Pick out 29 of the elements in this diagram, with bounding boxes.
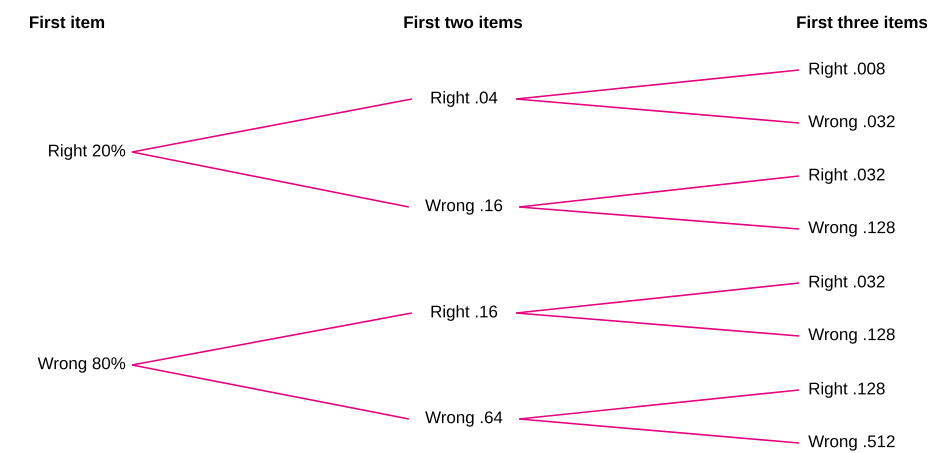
branch-line (519, 206, 800, 230)
tree-label: Right .04 (432, 91, 498, 107)
branch-line (516, 69, 800, 100)
branch-line (132, 98, 412, 153)
tree-label: Right .032 (810, 168, 885, 184)
tree-label: Right .16 (432, 305, 498, 321)
branch-line (519, 418, 800, 444)
column-heading: First three items (797, 16, 928, 28)
branch-line (516, 282, 800, 314)
tree-label: Wrong .032 (808, 115, 895, 131)
column-heading: First item (30, 16, 104, 28)
tree-label: Right 20% (49, 144, 126, 160)
tree-label: Wrong .128 (808, 328, 895, 344)
tree-label: Right .032 (810, 275, 885, 291)
branch-line (519, 175, 800, 208)
branch-line (519, 389, 800, 420)
tree-label: Wrong .128 (808, 221, 895, 237)
branch-line (516, 98, 800, 124)
tree-label: Wrong .512 (808, 435, 895, 451)
tree-label: Right .008 (810, 62, 885, 78)
tree-label: Wrong 80% (38, 357, 126, 373)
branch-line (132, 151, 410, 208)
tree-label: Wrong .16 (425, 199, 502, 215)
tree-label: Wrong .64 (425, 411, 502, 427)
branch-line (132, 312, 412, 366)
column-heading: First two items (404, 16, 522, 28)
tree-label: Right .128 (810, 382, 885, 398)
branch-line (516, 312, 800, 337)
branch-line (132, 364, 410, 420)
